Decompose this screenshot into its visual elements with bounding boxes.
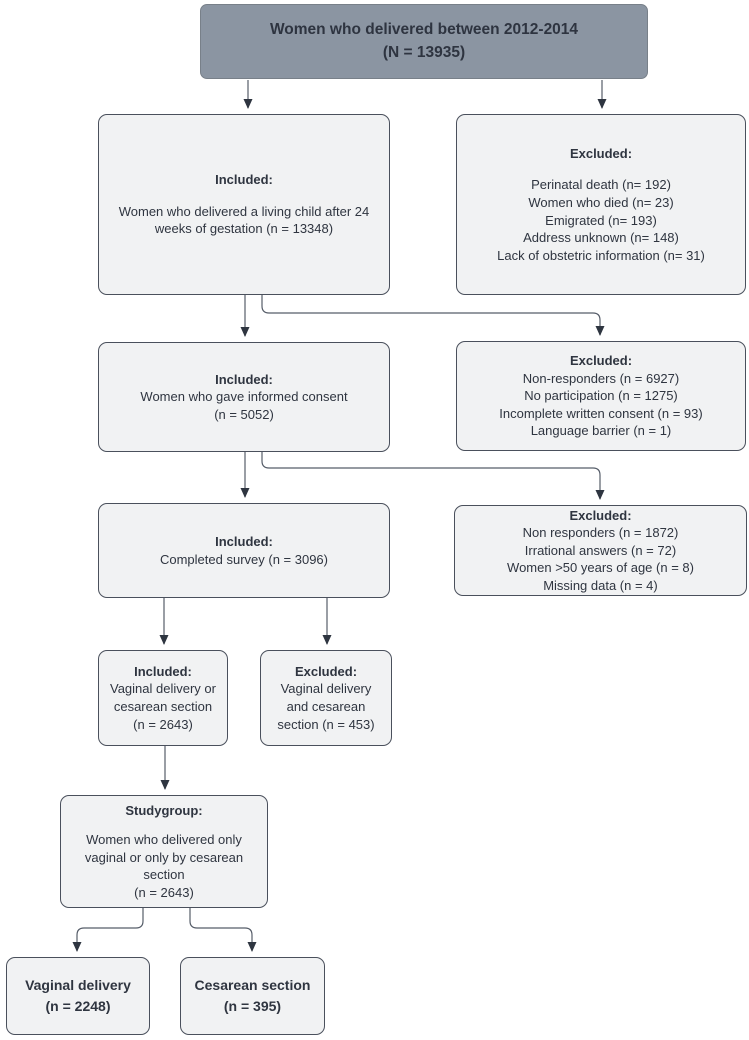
box-vaginal-delivery: Vaginal delivery (n = 2248) (6, 957, 150, 1035)
box-header: Included: (215, 172, 273, 188)
box-excluded-survey: Excluded: Non responders (n = 1872) Irra… (454, 505, 747, 596)
root-population-text: Women who delivered between 2012-2014 (N… (269, 21, 579, 61)
box-included-completed-survey: Included: Completed survey (n = 3096) (98, 503, 390, 598)
box-cesarean-section: Cesarean section (n = 395) (180, 957, 325, 1035)
box-body: Women who gave informed consent (n = 505… (140, 389, 348, 422)
box-excluded-consent: Excluded: Non-responders (n = 6927) No p… (456, 341, 746, 451)
box-studygroup: Studygroup: Women who delivered only vag… (60, 795, 268, 908)
box-included-delivery-mode: Included: Vaginal delivery or cesarean s… (98, 650, 228, 746)
box-body: Perinatal death (n= 192) Women who died … (497, 177, 705, 263)
box-body: Vaginal delivery or cesarean section (n … (110, 681, 216, 732)
box-included-informed-consent: Included: Women who gave informed consen… (98, 342, 390, 452)
box-header: Excluded: (294, 663, 358, 679)
box-header: Studygroup: (125, 802, 203, 818)
box-root-population: Women who delivered between 2012-2014 (N… (200, 4, 648, 79)
box-body: Completed survey (n = 3096) (159, 551, 328, 567)
box-header: Included: (215, 533, 273, 549)
box-header: Excluded: (569, 145, 633, 161)
box-body: Women who delivered a living child after… (118, 203, 370, 237)
box-body: Non-responders (n = 6927) No participati… (499, 370, 703, 439)
box-header: Excluded: (569, 507, 632, 523)
box-included-living-child: Included: Women who delivered a living c… (98, 114, 390, 295)
box-body: Vaginal delivery and cesarean section (n… (277, 681, 375, 732)
box-body: Vaginal delivery (n = 2248) (25, 977, 131, 1014)
box-body: Non responders (n = 1872) Irrational ans… (507, 525, 694, 593)
box-header: Included: (215, 371, 273, 387)
box-body: Cesarean section (n = 395) (194, 977, 311, 1014)
arrow-included2-to-excluded3 (261, 452, 605, 500)
box-body: Women who delivered only vaginal or only… (84, 832, 244, 900)
arrow-included1-to-excluded2 (261, 295, 605, 336)
arrow-studygroup-to-vaginal (72, 908, 144, 952)
box-excluded-combined-delivery: Excluded: Vaginal delivery and cesarean … (260, 650, 392, 746)
box-header: Excluded: (569, 353, 633, 369)
box-excluded-initial: Excluded: Perinatal death (n= 192) Women… (456, 114, 746, 295)
box-header: Included: (134, 663, 192, 679)
arrow-studygroup-to-cesarean (189, 908, 257, 952)
